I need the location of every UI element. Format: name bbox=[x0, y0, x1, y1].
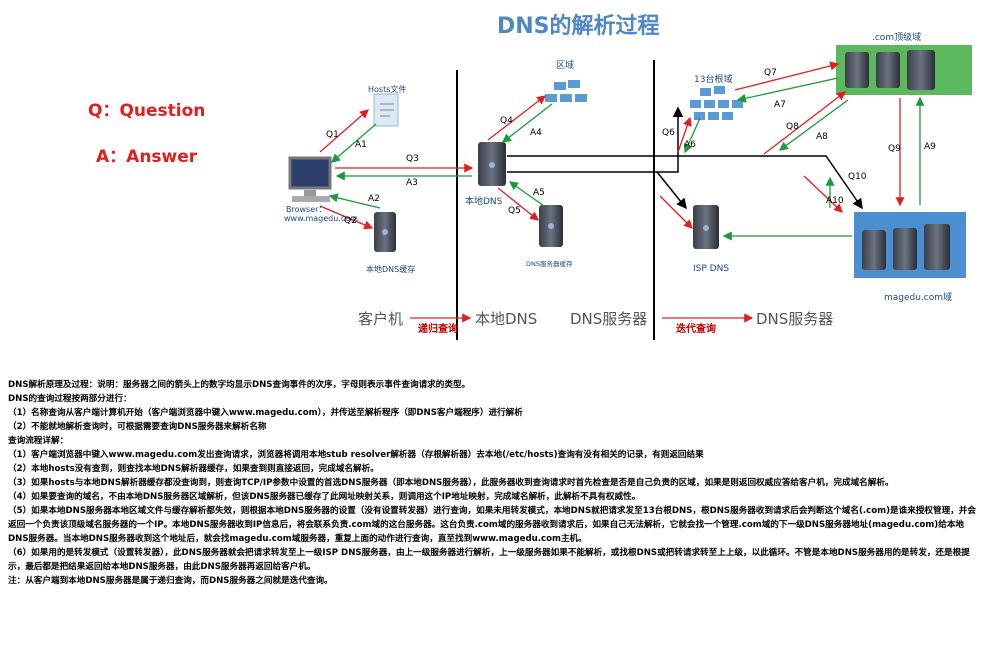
dns-server-label: DNS服务器 bbox=[756, 310, 834, 328]
server-icon bbox=[862, 224, 950, 270]
dns-diagram: DNS的解析过程 Q：Question A：Answer Hosts文件 Bro… bbox=[88, 14, 972, 340]
browser-label-1: Browser： bbox=[286, 205, 327, 214]
paragraph: （6）如果用的是转发模式（设置转发器），此DNS服务器就会把请求转发至上一级IS… bbox=[8, 548, 970, 572]
dns-cache-label: DNS服务器缓存 bbox=[526, 260, 573, 268]
arrow-label: A8 bbox=[816, 132, 828, 142]
server-icon bbox=[845, 50, 935, 90]
iterative-label: 迭代查询 bbox=[676, 324, 716, 335]
paragraph: （4）如果要查询的域名，不由本地DNS服务器区域解析，但该DNS服务器已缓存了此… bbox=[8, 492, 641, 502]
arrow-label: Q3 bbox=[406, 154, 419, 164]
paragraph: （1）名称查询从客户端计算机开始（客户端浏览器中键入www.magedu.com… bbox=[8, 408, 523, 418]
diagram-title: DNS的解析过程 bbox=[497, 14, 660, 39]
paragraph: 查询流程详解： bbox=[8, 436, 69, 446]
legend-q: Q：Question bbox=[88, 101, 206, 121]
arrow-label: A4 bbox=[530, 128, 542, 138]
arrow-label: Q9 bbox=[888, 144, 901, 154]
arrow-label: A10 bbox=[826, 196, 844, 206]
arrow-label: A3 bbox=[406, 178, 418, 188]
zone-label: 区域 bbox=[556, 61, 575, 71]
paragraph: （3）如果hosts与本地DNS解析器缓存都没查询到，则查询TCP/IP参数中设… bbox=[8, 478, 894, 488]
arrow-label: Q5 bbox=[508, 206, 521, 216]
paragraph: 注：从客户端到本地DNS服务器是属于递归查询，而DNS服务器之间就是迭代查询。 bbox=[8, 576, 333, 586]
arrow-label: Q7 bbox=[764, 68, 777, 78]
arrow-label: Q10 bbox=[848, 172, 867, 182]
recursive-label: 递归查询 bbox=[418, 324, 458, 335]
isp-label: ISP DNS bbox=[693, 264, 730, 274]
arrow-label: Q4 bbox=[500, 116, 513, 126]
paragraph: DNS的查询过程按两部分进行： bbox=[8, 394, 132, 404]
computer-icon bbox=[288, 156, 332, 202]
local-cache-label: 本地DNS缓存 bbox=[366, 265, 416, 274]
diagram-canvas bbox=[288, 45, 972, 340]
paragraph: （2）不能就地解析查询时，可根据需要查询DNS服务器来解析名称 bbox=[8, 422, 267, 432]
server-icon bbox=[693, 205, 719, 249]
hosts-label: Hosts文件 bbox=[368, 85, 407, 94]
paragraph: （5）如果本地DNS服务器本地区域文件与缓存解析都失效，则根据本地DNS服务器的… bbox=[8, 506, 976, 544]
paragraph: （1）客户端浏览器中键入www.magedu.com发出查询请求，浏览器将调用本… bbox=[8, 450, 704, 460]
arrow-label: Q8 bbox=[786, 122, 799, 132]
arrow-label: A1 bbox=[355, 140, 367, 150]
arrow-label: Q6 bbox=[662, 128, 675, 138]
arrow-label: A7 bbox=[774, 100, 786, 110]
bottom-local-dns-label: 本地DNS bbox=[475, 310, 538, 328]
root-cluster-icon bbox=[690, 86, 743, 120]
arrow-label: A6 bbox=[684, 140, 696, 150]
arrow-label: A9 bbox=[924, 142, 936, 152]
local-dns-label: 本地DNS bbox=[465, 197, 503, 207]
com-label: .com顶级域 bbox=[872, 33, 922, 43]
hosts-file-icon bbox=[373, 93, 399, 127]
arrow-label: Q2 bbox=[344, 216, 357, 226]
paragraph: （2）本地hosts没有查到，则查找本地DNS解析器缓存，如果查到则直接返回，完… bbox=[8, 464, 379, 474]
zone-cluster-icon bbox=[545, 80, 587, 102]
browser-label-2: www.magedu.com bbox=[284, 214, 358, 223]
magedu-label: magedu.com域 bbox=[884, 293, 953, 303]
root-label: 13台根域 bbox=[694, 75, 733, 85]
server-icon bbox=[478, 142, 506, 186]
arrow-label: A2 bbox=[368, 194, 380, 204]
legend-a: A：Answer bbox=[96, 147, 198, 167]
server-icon bbox=[374, 212, 396, 252]
dns-server-label: DNS服务器 bbox=[570, 310, 648, 328]
paragraph: DNS解析原理及过程：说明：服务器之间的箭头上的数字均显示DNS查询事件的次序，… bbox=[8, 380, 471, 390]
arrow-label: A5 bbox=[533, 188, 545, 198]
server-icon bbox=[539, 205, 563, 247]
explanation-text: DNS解析原理及过程：说明：服务器之间的箭头上的数字均显示DNS查询事件的次序，… bbox=[8, 378, 983, 588]
arrow-label: Q1 bbox=[326, 130, 339, 140]
client-label: 客户机 bbox=[358, 310, 404, 328]
